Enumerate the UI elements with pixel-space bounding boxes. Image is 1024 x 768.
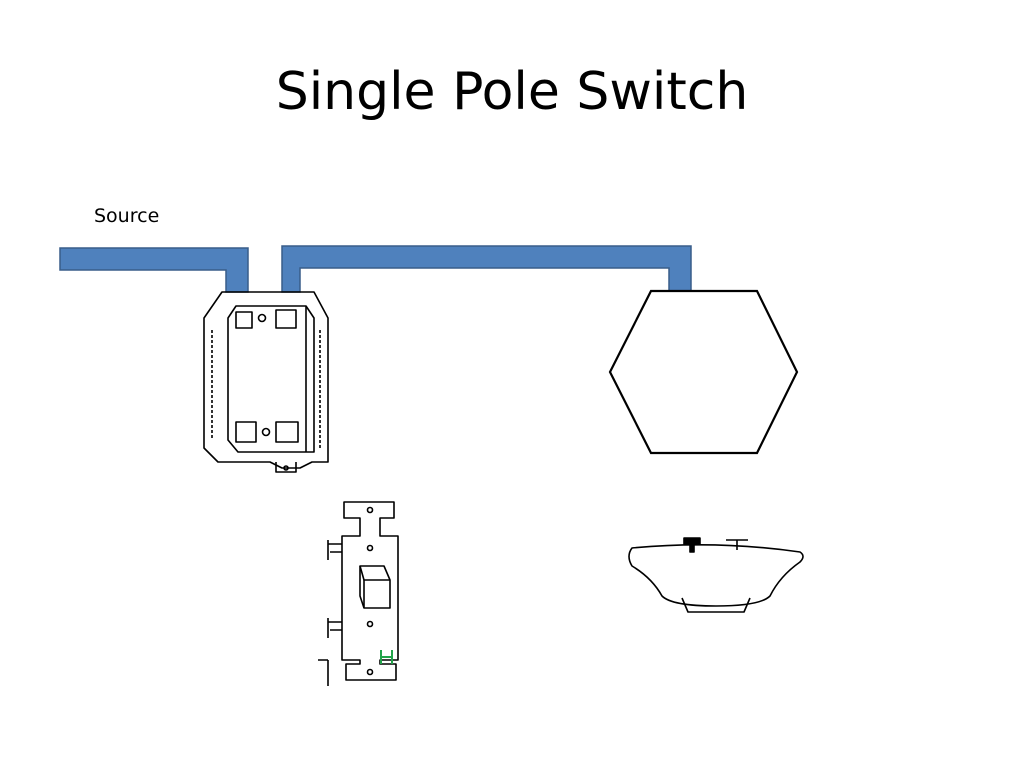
slide-title: Single Pole Switch [275, 62, 749, 122]
source-cable [59, 247, 249, 293]
switch-to-light-cable [281, 245, 692, 293]
lamp-holder-icon [628, 537, 804, 613]
outlet-box-icon [203, 291, 329, 473]
hexagon-box-icon [608, 289, 799, 455]
ground-screw-icon [380, 650, 393, 664]
switch-icon [318, 501, 399, 686]
source-label: Source [94, 205, 160, 227]
